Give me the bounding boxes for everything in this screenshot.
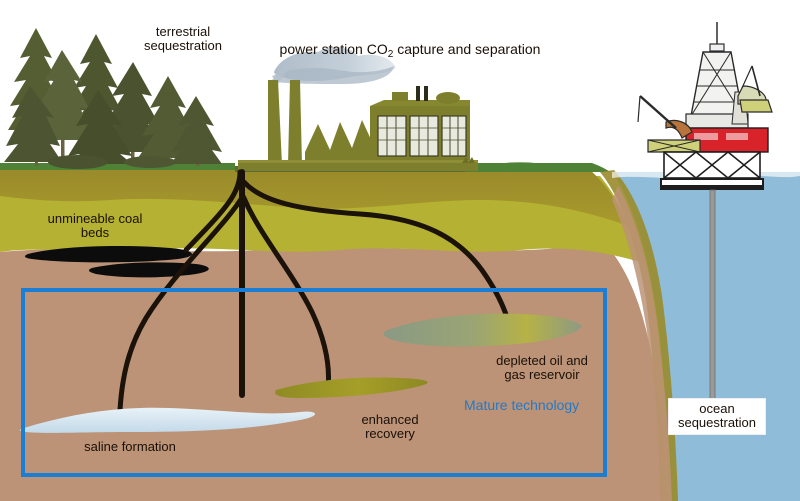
rig-pontoon-stripe bbox=[662, 180, 762, 185]
tree-canopy bbox=[68, 90, 132, 164]
roof-dome bbox=[436, 92, 460, 104]
tree-base-scrub bbox=[124, 156, 176, 168]
label-enhanced-recovery: enhanced recovery bbox=[361, 412, 419, 441]
rig-left-platform-bracing bbox=[647, 139, 701, 153]
label-power-station-prefix: power station CO bbox=[279, 41, 388, 57]
label-terrestrial-sequestration: terrestrial sequestration bbox=[143, 24, 223, 53]
soil-layer-upper bbox=[0, 170, 628, 226]
label-unmineable-coal-beds: unmineable coal beds bbox=[47, 211, 143, 240]
saline-formation-body bbox=[19, 407, 316, 433]
well-pipe-saline bbox=[117, 193, 246, 413]
label-mature-technology: Mature technology bbox=[464, 397, 580, 413]
station-windows bbox=[377, 115, 467, 157]
shore-vegetation bbox=[498, 162, 542, 170]
power-station bbox=[238, 80, 478, 171]
depleted-oil-gas-reservoir bbox=[383, 313, 582, 347]
smoke-cloud-shade bbox=[272, 66, 394, 84]
well-pipe-enhanced-recovery bbox=[241, 195, 331, 391]
label-power-station-capture: power station CO2 capture and separation bbox=[250, 42, 570, 62]
rig-module-window bbox=[726, 133, 748, 140]
station-base bbox=[238, 162, 478, 171]
enhanced-recovery-reservoir bbox=[275, 377, 428, 398]
mature-technology-annotation-box bbox=[21, 288, 607, 477]
roof-pipe bbox=[416, 86, 420, 101]
smokestack-left bbox=[268, 80, 282, 165]
soil-layer-lower-shelf bbox=[0, 247, 662, 460]
injection-wells bbox=[117, 169, 513, 413]
label-depleted-oil-gas-reservoir: depleted oil and gas reservoir bbox=[496, 353, 588, 382]
coastal-shelf-lower bbox=[612, 186, 672, 501]
smoke-plume bbox=[272, 47, 396, 84]
label-co2-subscript: 2 bbox=[387, 48, 394, 60]
rig-crown-block bbox=[709, 43, 725, 52]
rig-crane-boom bbox=[639, 95, 677, 129]
label-power-station-suffix: capture and separation bbox=[393, 41, 541, 57]
ocean-injection-pipe bbox=[709, 189, 716, 406]
roof-vent bbox=[392, 92, 408, 101]
smokestack-right bbox=[288, 80, 302, 165]
tree-canopy bbox=[4, 86, 62, 162]
station-base-detail bbox=[462, 157, 469, 163]
tree-canopy bbox=[170, 96, 222, 164]
label-saline-formation: saline formation bbox=[84, 439, 176, 454]
rig-crane-cable bbox=[637, 95, 641, 123]
roof-pipe bbox=[424, 86, 428, 101]
tree-trunk bbox=[61, 118, 65, 166]
rig-module-window bbox=[694, 133, 718, 140]
station-base-detail bbox=[468, 157, 475, 163]
label-ocean-sequestration: ocean sequestration bbox=[668, 398, 766, 435]
rig-leg-bracing bbox=[663, 151, 761, 179]
well-pipe-depleted-reservoir bbox=[241, 179, 513, 333]
station-base-top bbox=[238, 160, 478, 163]
rig-crane-mast-right bbox=[751, 65, 761, 97]
sawtooth-roof bbox=[305, 120, 374, 166]
offshore-oil-rig bbox=[637, 22, 773, 406]
forest-trees bbox=[4, 28, 222, 169]
tree-base-scrub bbox=[48, 155, 108, 169]
rig-crane-line-right bbox=[741, 65, 753, 89]
coal-bed-upper bbox=[24, 246, 192, 263]
rig-helideck-support bbox=[739, 99, 773, 113]
